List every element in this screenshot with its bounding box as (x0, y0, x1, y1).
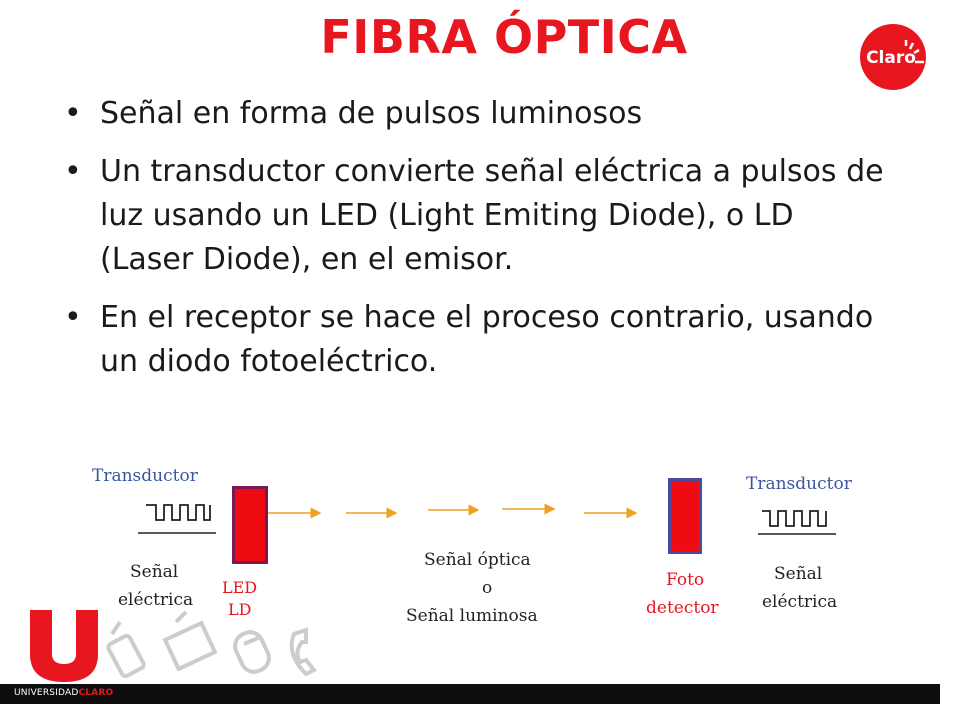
bullet-list: • Señal en forma de pulsos luminosos • U… (64, 92, 884, 398)
bullet-text: Señal en forma de pulsos luminosos (100, 96, 643, 131)
senal-optica-line1: Señal óptica (424, 550, 531, 570)
light-pulse-arrows (268, 503, 638, 519)
tv-icon (162, 610, 218, 672)
claro-logo-text: Claro (866, 48, 916, 68)
senal-optica-line2: o (482, 578, 493, 598)
senal-optica-line3: Señal luminosa (406, 606, 538, 626)
bullet-text: Un transductor convierte señal eléctrica… (100, 154, 884, 277)
foto-label: Foto (666, 570, 705, 590)
u-letter-icon (30, 610, 98, 682)
led-label: LED (222, 578, 258, 597)
brand-universidad: UNIVERSIDAD (14, 688, 79, 698)
mouse-icon (233, 630, 271, 674)
senal-electrica-left-line2: eléctrica (118, 590, 194, 610)
bullet-item: • Señal en forma de pulsos luminosos (64, 92, 884, 136)
bullet-dot: • (64, 154, 82, 189)
electric-signal-right-icon (758, 510, 836, 535)
slide-title: FIBRA ÓPTICA (320, 10, 688, 64)
bullet-dot: • (64, 96, 82, 131)
bullet-dot: • (64, 300, 82, 335)
transductor-right-label: Transductor (746, 474, 852, 494)
bullet-item: • Un transductor convierte señal eléctri… (64, 150, 884, 282)
transductor-left-label: Transductor (92, 466, 198, 486)
universidad-claro-brand: UNIVERSIDADCLARO (14, 688, 113, 698)
photo-detector-box (668, 478, 702, 554)
universidad-claro-icons (30, 610, 318, 682)
bullet-item: • En el receptor se hace el proceso cont… (64, 296, 884, 384)
bottom-bar (0, 684, 940, 704)
senal-electrica-right-line1: Señal (774, 564, 823, 584)
bullet-text: En el receptor se hace el proceso contra… (100, 300, 874, 379)
ld-label: LD (228, 600, 252, 619)
electric-signal-left-icon (138, 504, 216, 534)
led-emitter-box (232, 486, 268, 564)
handset-icon (289, 627, 318, 677)
brand-claro: CLARO (78, 688, 114, 698)
senal-electrica-left-line1: Señal (130, 562, 179, 582)
claro-logo: Claro (860, 24, 926, 90)
phone-icon (106, 620, 146, 679)
senal-electrica-right-line2: eléctrica (762, 592, 838, 612)
detector-label: detector (646, 598, 719, 618)
